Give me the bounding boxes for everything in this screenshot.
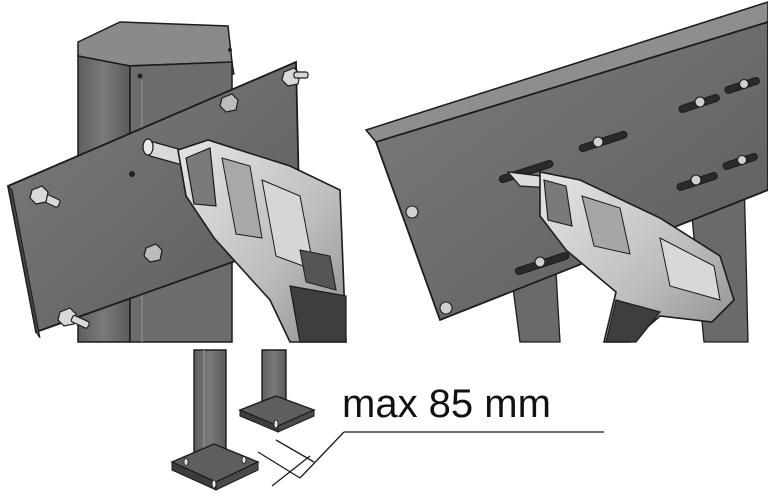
rail-flange xyxy=(364,1,768,143)
bolt-hole xyxy=(273,419,279,429)
bolt xyxy=(405,78,750,315)
power-drill xyxy=(177,139,347,343)
spacing-dimension-label: max 85 mm xyxy=(342,382,551,426)
bolt xyxy=(281,67,309,87)
bolt-hole xyxy=(137,73,143,79)
left-assembly-view xyxy=(6,21,347,343)
bolt xyxy=(29,185,61,208)
power-drill xyxy=(506,171,735,343)
bottom-spacing-view xyxy=(170,349,604,491)
bolt-hole xyxy=(241,456,247,464)
bolt xyxy=(57,307,90,329)
bolt-hole xyxy=(211,479,217,489)
nut xyxy=(143,93,239,263)
horizontal-rail xyxy=(374,21,768,322)
post-cap xyxy=(77,21,233,67)
dimension-line xyxy=(257,431,604,487)
right-assembly-view xyxy=(364,1,768,343)
bolt-hole xyxy=(129,171,135,177)
bolt-hole xyxy=(183,458,189,466)
